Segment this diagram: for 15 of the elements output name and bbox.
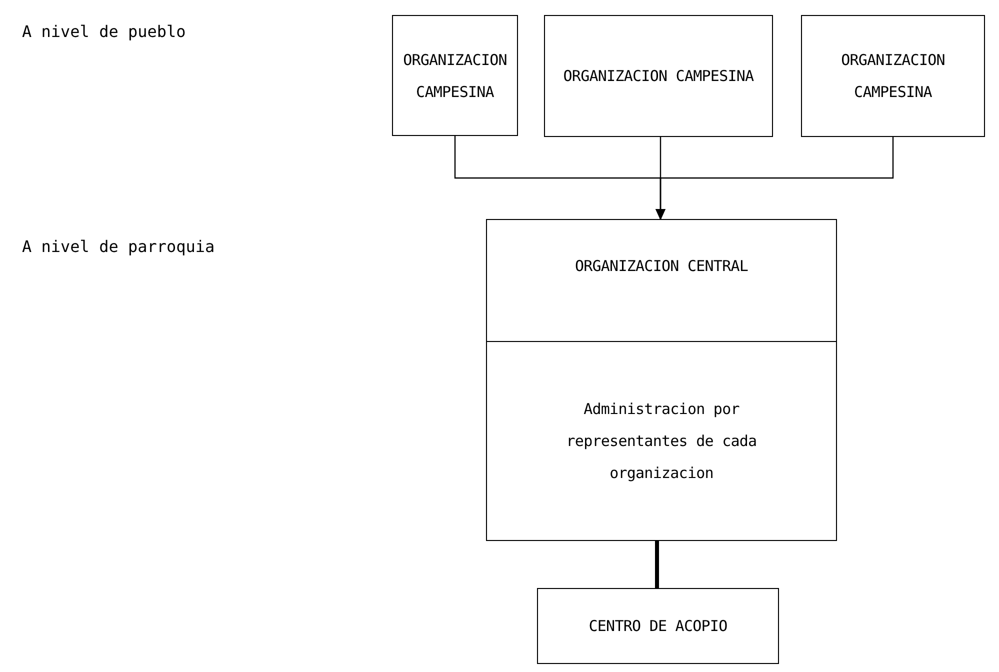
org-box — [537, 588, 779, 664]
org-box — [544, 15, 773, 137]
arrow — [656, 137, 894, 220]
box-text: Administracion por representantes de cada organizacion — [565, 399, 758, 484]
org-box — [801, 15, 985, 137]
box-text: ORGANIZACION CAMPESINA — [562, 66, 755, 87]
level-label: A nivel de parroquia — [22, 236, 215, 258]
org-box — [486, 219, 837, 541]
org-box — [392, 15, 518, 136]
box-text: ORGANIZACION CAMPESINA — [402, 50, 508, 102]
box-text: ORGANIZACION CENTRAL — [574, 256, 750, 277]
thick-line — [655, 541, 659, 588]
level-label: A nivel de pueblo — [22, 21, 186, 43]
box-text: ORGANIZACION CAMPESINA — [840, 50, 946, 103]
box-text: CENTRO DE ACOPIO — [588, 616, 728, 637]
